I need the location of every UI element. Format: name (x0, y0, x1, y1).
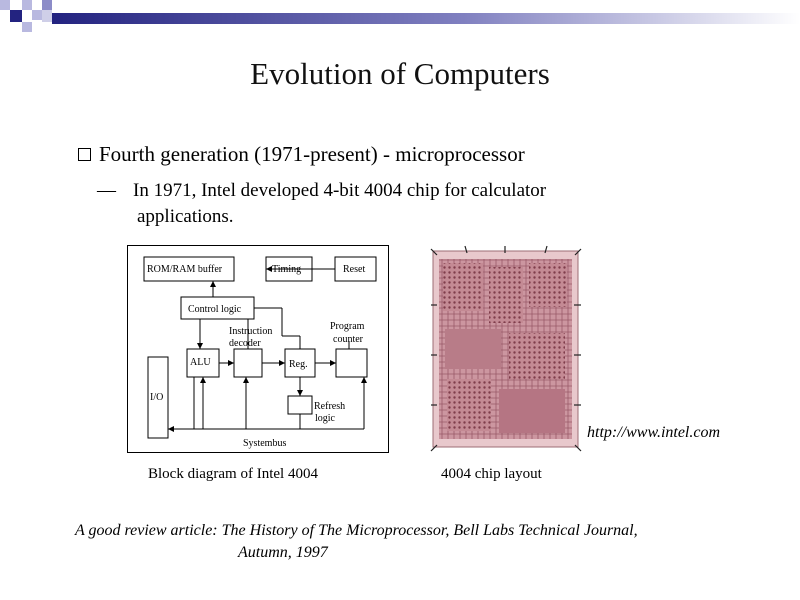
block-diagram-caption: Block diagram of Intel 4004 (148, 466, 318, 482)
sub-bullet-line-1: — In 1971, Intel developed 4-bit 4004 chi… (97, 180, 546, 202)
bullet-item: Fourth generation (1971-present) - micro… (78, 142, 525, 167)
review-citation-line-1: A good review article: The History of Th… (75, 522, 638, 539)
reg-label: Reg. (289, 359, 308, 370)
header-gradient-bar (0, 0, 800, 32)
chip-die-image (430, 245, 582, 452)
instruction-decoder-label-2: decoder (229, 338, 261, 349)
bullet-text: Fourth generation (1971-present) - micro… (99, 142, 525, 166)
io-label: I/O (150, 392, 164, 403)
timing-label: Timing (272, 264, 302, 275)
chip-layout-caption: 4004 chip layout (441, 466, 542, 482)
rom-ram-buffer-label: ROM/RAM buffer (147, 264, 223, 275)
checkbox-bullet-icon (78, 148, 91, 161)
refresh-logic-label-1: Refresh (314, 401, 346, 412)
alu-label: ALU (190, 357, 211, 368)
sub-bullet-text-1: In 1971, Intel developed 4-bit 4004 chip… (133, 180, 547, 201)
intel-url: http://www.intel.com (587, 424, 721, 441)
review-citation-line-2: Autumn, 1997 (238, 544, 328, 561)
chip-layout-image (427, 245, 584, 453)
program-counter-label-1: Program (330, 321, 365, 332)
header-decoration (0, 0, 800, 40)
slide-title: Evolution of Computers (250, 56, 550, 91)
program-counter-label-2: counter (333, 334, 363, 345)
dash-marker: — (97, 180, 116, 201)
sub-bullet-text-2: applications. (137, 206, 234, 227)
control-logic-label: Control logic (188, 304, 242, 315)
block-diagram-lines (143, 256, 377, 439)
reset-label: Reset (343, 264, 366, 275)
systembus-label: Systembus (243, 438, 287, 449)
block-diagram: ROM/RAM buffer Timing Reset Control logi… (127, 245, 389, 453)
refresh-logic-label-2: logic (315, 413, 335, 424)
instruction-decoder-label-1: Instruction (229, 326, 273, 337)
